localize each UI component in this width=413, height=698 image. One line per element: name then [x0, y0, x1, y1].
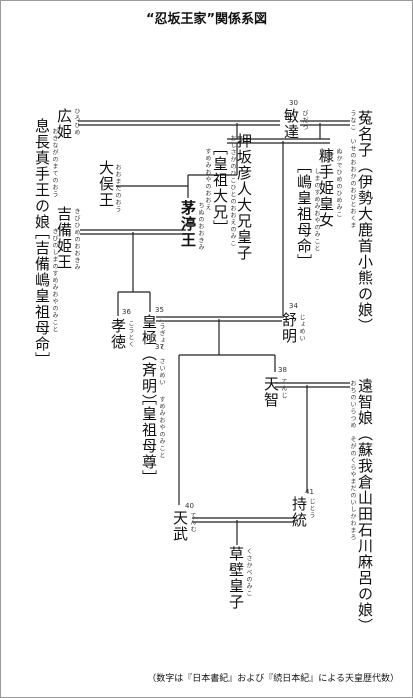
person-unako: 菟名子（伊勢大鹿首小熊の娘） — [356, 110, 374, 334]
person-jito: 持統 — [290, 496, 308, 528]
number-jito: 41 — [305, 488, 314, 496]
person-ochi: 遠智娘（蘇我倉山田石川麻呂の娘） — [356, 378, 374, 634]
ruby-kibihime: きびひめのおおきみ — [73, 208, 80, 271]
number-bidatsu: 30 — [289, 99, 298, 107]
ruby-bidatsu: びだつ — [301, 110, 308, 131]
person-jomei: 舒明 — [280, 312, 298, 344]
ruby-kotoku: こうとく — [127, 320, 134, 348]
person-shima: ［嶋皇祖母命］ — [295, 158, 313, 270]
person-chinu: 茅渟王 — [179, 200, 197, 248]
diagram-title: “忍坂王家”関係系図 — [145, 12, 268, 27]
person-sumemioya: ［皇祖母尊］ — [140, 390, 158, 486]
number-jomei: 34 — [289, 302, 298, 310]
person-tenji: 天智 — [262, 376, 280, 408]
ruby-kusakabe: くさかべのみこ — [245, 548, 252, 597]
ruby-ochi: おちのいらつめ そがのくらやまだのいしかわまろ — [349, 380, 356, 541]
person-tenmu: 天武 — [171, 510, 189, 542]
ruby-jito: じとう — [308, 498, 315, 519]
person-kibihime: 吉備姫王 — [55, 206, 73, 270]
person-kogyoku: 皇極（斉明） — [140, 314, 158, 410]
number-tenji: 38 — [278, 366, 287, 374]
number-kogyoku: 35 — [155, 306, 164, 314]
number-saimei: 37 — [155, 343, 164, 351]
number-kotoku: 36 — [122, 308, 131, 316]
person-kusakabe: 草壁皇子 — [227, 546, 245, 610]
person-sumeoya: ［皇祖大兄］ — [211, 140, 229, 236]
footnote: （数字は『日本書紀』および『続日本紀』による天皇歴代数） — [147, 674, 399, 684]
ruby-oshisaka: おしさかのひこひとのおおえのみこ — [229, 135, 236, 247]
ruby-nukade: ぬかでひめのひめみこ — [335, 148, 342, 218]
ruby-unako: うなこ いせのおおかのおびとおくま — [349, 110, 356, 229]
ruby-kibishima: きびのしまのすめみおやのみこと — [51, 228, 58, 333]
person-hirohime: 広姫 — [55, 108, 73, 140]
number-tenmu: 40 — [185, 502, 194, 510]
ruby-jomei: じょめい — [298, 314, 305, 342]
ruby-okubo: おおまたのおう — [114, 164, 121, 213]
ruby-shima: しまのすめみおやのみこと — [313, 168, 320, 252]
ruby-okinaga: おきながのまてのおう — [51, 128, 58, 198]
person-oshisaka: 押坂彦人大兄皇子 — [235, 133, 253, 261]
ruby-kogyoku: こうぎょく さいめい — [158, 316, 165, 386]
person-bidatsu: 敏達 — [282, 108, 300, 140]
ruby-hirohime: ひろひめ — [73, 108, 80, 136]
person-kibishima: ［吉備嶋皇祖母命］ — [33, 224, 51, 368]
ruby-tenmu: てんむ — [189, 512, 196, 533]
ruby-chinu: ちぬのおおきみ — [197, 202, 204, 251]
ruby-sumeoya: すめみおやのおおえ — [204, 148, 211, 211]
person-okubo: 大俣王 — [97, 160, 115, 208]
person-okinaga: 息長真手王の娘 — [33, 118, 51, 230]
ruby-sumemioya: すめみおやのみこと — [158, 396, 165, 459]
person-kotoku: 孝徳 — [109, 318, 127, 350]
person-nukade: 糠手姫皇女 — [317, 148, 335, 228]
ruby-tenji: てんじ — [280, 378, 287, 399]
